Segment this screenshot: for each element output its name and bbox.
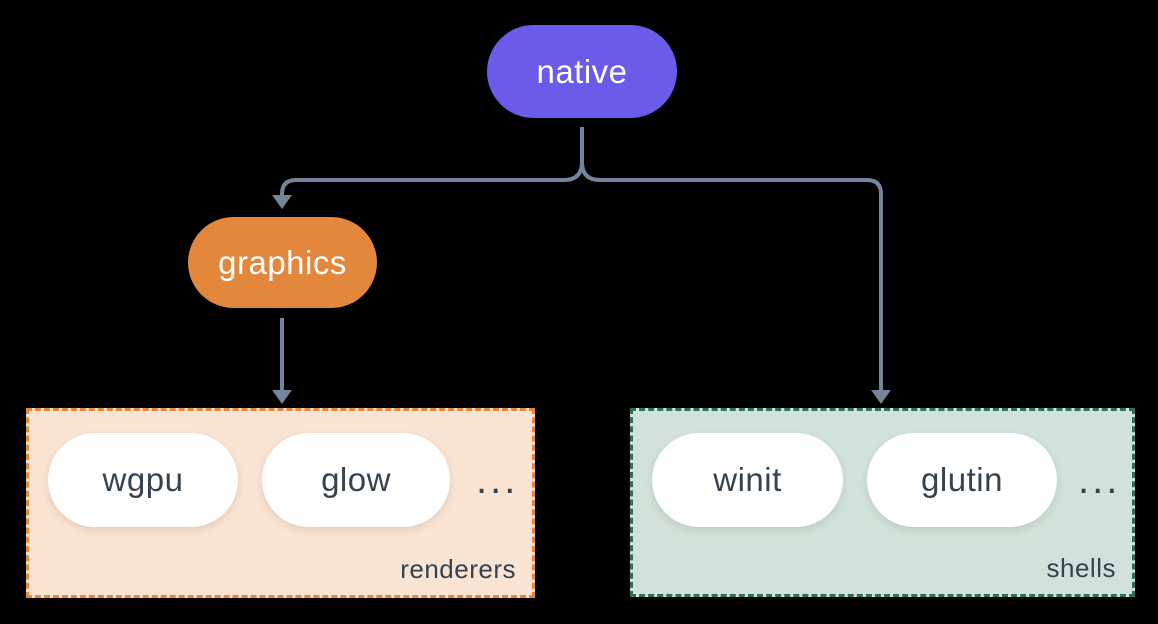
node-glutin: glutin <box>867 433 1057 527</box>
node-glow: glow <box>262 433 450 527</box>
node-graphics: graphics <box>188 217 377 308</box>
arrowhead-graphics <box>272 195 292 209</box>
renderers-ellipsis: ... <box>476 457 519 502</box>
node-wgpu-label: wgpu <box>102 461 184 498</box>
shells-ellipsis: ... <box>1078 457 1121 502</box>
renderers-group-label: renderers <box>400 554 516 584</box>
node-winit: winit <box>652 433 843 527</box>
edge-native-to-graphics <box>280 127 584 195</box>
node-glutin-label: glutin <box>921 461 1003 498</box>
group-shells: winit glutin ... shells <box>630 408 1135 597</box>
node-glow-label: glow <box>321 461 391 498</box>
node-native: native <box>487 25 677 118</box>
edge-native-to-shells <box>580 161 883 390</box>
shells-group-label: shells <box>1046 553 1116 583</box>
node-wgpu: wgpu <box>48 433 238 527</box>
arrowhead-renderers <box>272 390 292 404</box>
node-graphics-label: graphics <box>218 243 347 281</box>
node-native-label: native <box>536 52 628 90</box>
node-winit-label: winit <box>713 461 782 498</box>
group-renderers: wgpu glow ... renderers <box>26 408 535 598</box>
arrowhead-shells <box>871 390 891 404</box>
